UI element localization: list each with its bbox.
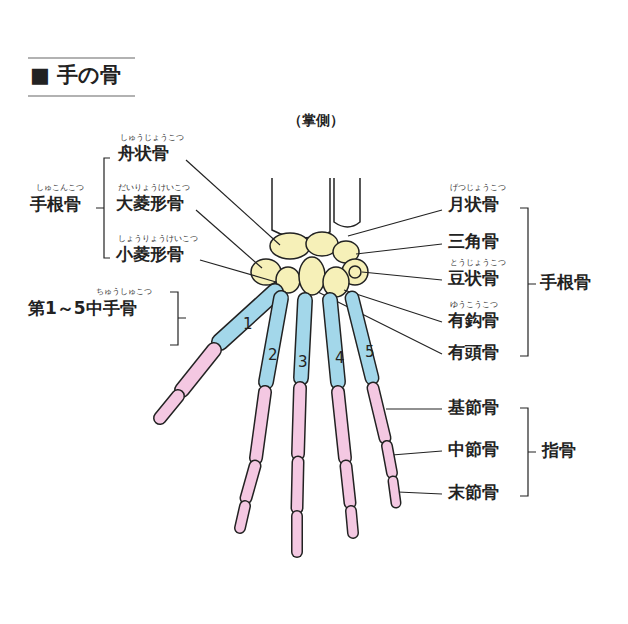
furigana: しゅこんこつ <box>36 183 84 192</box>
bone-stroke <box>351 511 353 533</box>
furigana: ちゅうしゅこつ <box>96 287 152 296</box>
brackets <box>96 158 536 496</box>
bone-stroke <box>387 446 392 473</box>
bone-name: 舟状骨 <box>118 144 169 164</box>
leader-lines <box>186 160 442 494</box>
bone-stroke <box>373 388 385 438</box>
bone-stroke <box>373 388 385 438</box>
furigana: ゆうこうこつ <box>450 300 498 309</box>
bone-stroke <box>182 350 214 390</box>
callout-number: 2 <box>268 347 278 364</box>
bone-stroke <box>256 392 265 458</box>
bone-stroke <box>298 388 300 454</box>
bone-stroke <box>246 466 255 498</box>
bone-stroke <box>297 462 298 508</box>
bone-stroke <box>240 506 245 528</box>
bone-name: 月状骨 <box>448 195 499 215</box>
bone-stroke <box>160 396 178 418</box>
title-rule <box>28 57 135 59</box>
bone-stroke <box>293 516 302 552</box>
bone-name: 三角骨 <box>448 232 499 252</box>
bone-stroke <box>246 466 255 498</box>
bone-name: 大菱形骨 <box>116 194 184 214</box>
bone-stroke <box>160 396 178 418</box>
bone-stroke <box>182 350 214 390</box>
furigana: だいりょうけいこつ <box>118 183 190 192</box>
bone-stroke <box>330 300 338 382</box>
bone-stroke <box>393 481 396 503</box>
group-name: 第1～5中手骨 <box>28 299 137 319</box>
title: ■ 手の骨 <box>30 63 121 87</box>
bone-stroke <box>291 516 303 552</box>
ulna-bone <box>334 178 360 227</box>
bone-stroke <box>266 298 281 382</box>
furigana: げつじょうこつ <box>450 183 506 192</box>
bone-stroke <box>346 466 350 503</box>
bone-stroke <box>330 300 338 382</box>
radius-bone <box>272 178 330 238</box>
bone-stroke <box>393 481 396 503</box>
group-name: 手根骨 <box>30 195 81 215</box>
bone-stroke <box>387 446 392 473</box>
group-name: 手根骨 <box>540 273 591 293</box>
bone-stroke <box>338 392 345 458</box>
callout-number: 4 <box>335 350 345 367</box>
bone-name: 有頭骨 <box>448 343 499 363</box>
bone-stroke <box>256 392 265 458</box>
callout-number: 1 <box>243 316 253 333</box>
bone-name: 小菱形骨 <box>116 245 184 265</box>
bone-name: 豆状骨 <box>448 269 499 289</box>
callout-number: 3 <box>298 354 308 371</box>
title-rule <box>28 95 135 97</box>
furigana: しゅうじょうこつ <box>120 133 184 142</box>
bone-name: 有鈎骨 <box>448 311 499 331</box>
bone-stroke <box>351 511 353 533</box>
group-name: 指骨 <box>542 441 576 461</box>
bone-stroke <box>352 298 372 378</box>
furigana: しょうりょうけいこつ <box>118 234 198 243</box>
bone-stroke <box>338 392 345 458</box>
callout-number: 5 <box>365 344 375 361</box>
bone-stroke <box>352 298 372 378</box>
bone-name: 基節骨 <box>448 398 499 418</box>
bone-name: 中節骨 <box>448 440 499 460</box>
bone-stroke <box>346 466 350 503</box>
bone-stroke <box>266 298 281 382</box>
bone-stroke <box>298 388 300 454</box>
bone-name: 末節骨 <box>448 483 499 503</box>
furigana: とうじょうこつ <box>450 258 506 267</box>
bone-stroke <box>240 506 245 528</box>
bone-stroke <box>297 462 298 508</box>
view-note: （掌側） <box>288 112 344 128</box>
